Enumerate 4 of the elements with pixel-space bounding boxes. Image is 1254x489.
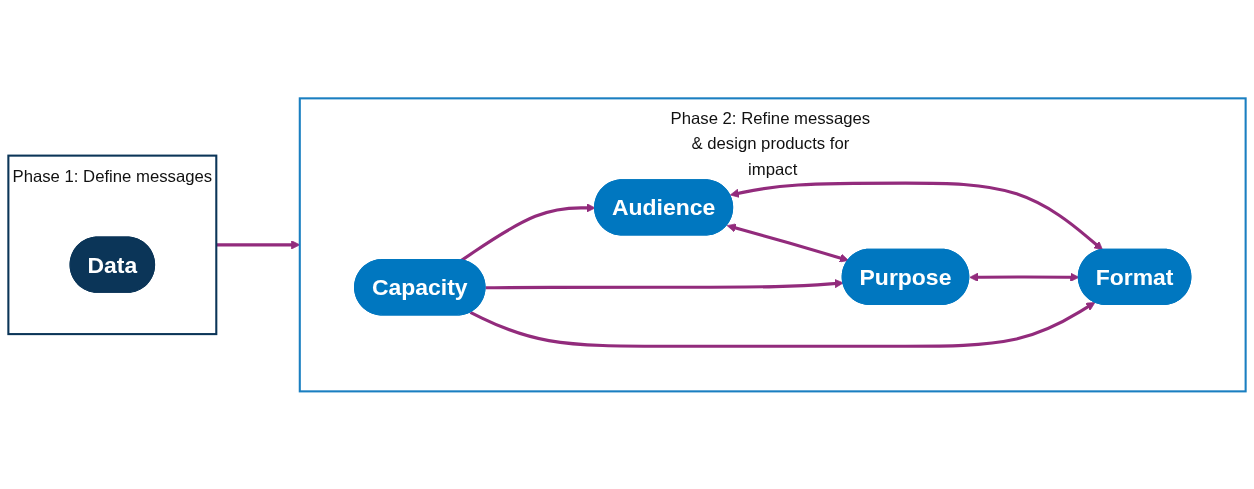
arrow xyxy=(469,301,1096,348)
arrow xyxy=(729,181,1104,250)
arrow xyxy=(485,278,844,289)
arrow xyxy=(726,223,849,263)
